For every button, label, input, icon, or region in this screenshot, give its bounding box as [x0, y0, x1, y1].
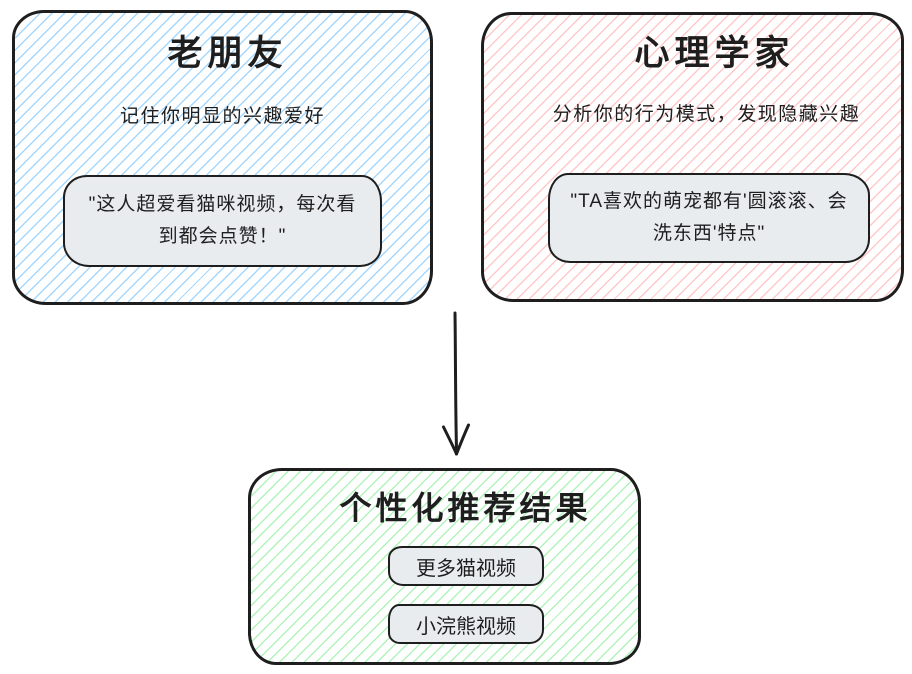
- node-psychologist-title: 心理学家: [634, 34, 795, 73]
- node-old-friend-quote-text: "这人超爱看猫咪视频，每次看到都会点赞！": [88, 193, 357, 247]
- node-old-friend-quote-card: "这人超爱看猫咪视频，每次看到都会点赞！": [63, 175, 382, 267]
- result-item-more-cat-videos: 更多猫视频: [388, 546, 544, 586]
- result-item-label: 更多猫视频: [416, 557, 516, 580]
- node-psychologist-quote-text: "TA喜欢的萌宠都有'圆滚滚、会洗东西'特点": [570, 190, 848, 244]
- node-psychologist: 心理学家 分析你的行为模式，发现隐藏兴趣 "TA喜欢的萌宠都有'圆滚滚、会洗东西…: [481, 12, 904, 302]
- node-psychologist-description: 分析你的行为模式，发现隐藏兴趣: [552, 104, 861, 125]
- result-item-label: 小浣熊视频: [416, 615, 516, 638]
- node-recommendation-result: 个性化推荐结果 更多猫视频 小浣熊视频: [248, 468, 641, 665]
- node-recommendation-result-title: 个性化推荐结果: [339, 490, 592, 526]
- node-psychologist-quote-card: "TA喜欢的萌宠都有'圆滚滚、会洗东西'特点": [548, 173, 870, 263]
- node-old-friend-description: 记住你明显的兴趣爱好: [119, 106, 325, 127]
- down-arrow-icon: [442, 311, 470, 456]
- node-old-friend: 老朋友 记住你明显的兴趣爱好 "这人超爱看猫咪视频，每次看到都会点赞！": [12, 10, 433, 305]
- result-item-raccoon-videos: 小浣熊视频: [388, 604, 544, 644]
- node-old-friend-title: 老朋友: [167, 34, 288, 73]
